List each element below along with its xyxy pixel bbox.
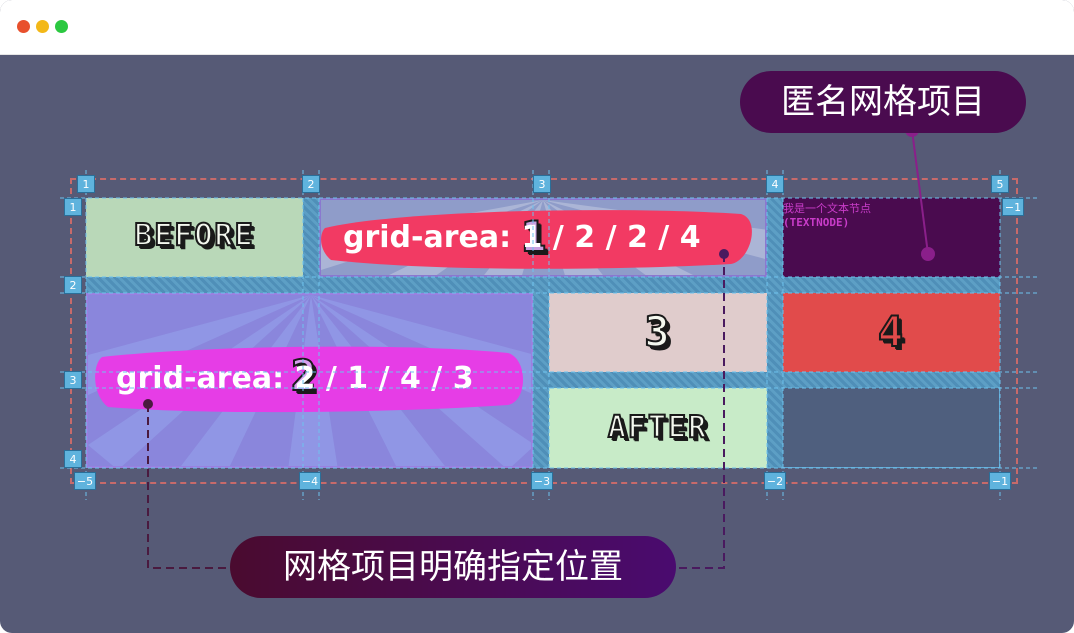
grid-item-4: 4 [783,293,1000,372]
column-line-neg4-label: −4 [299,472,321,490]
row-line-2-label: 2 [64,276,82,294]
after-pseudo-item: AFTER [549,388,767,468]
item3-number: 3 [643,306,672,357]
column-line-1-label: 1 [77,175,95,193]
explicit-placement-callout: 网格项目明确指定位置 [230,536,676,598]
item2-code-label: grid-area: 2 / 1 / 4 / 3 [116,361,474,396]
column-line-3-label: 3 [533,175,551,193]
text-node-line1: 我是一个文本节点 [783,202,871,215]
close-window-button[interactable] [17,20,30,33]
item1-brush-highlight [321,210,752,269]
column-line-neg3-label: −3 [531,472,553,490]
after-label: AFTER [607,409,709,446]
before-label: BEFORE [133,217,255,254]
column-gap-3 [767,198,783,468]
column-gap-1 [303,198,319,293]
column-line-4-label: 4 [766,175,784,193]
text-node-line2: (TEXTNODE) [783,216,850,229]
maximize-window-button[interactable] [55,20,68,33]
item1-code-label: grid-area: 1 / 2 / 2 / 4 [343,220,701,255]
column-line-5-label: 5 [991,175,1009,193]
before-pseudo-item: BEFORE [86,198,303,277]
minimize-window-button[interactable] [36,20,49,33]
anonymous-text-node-item: 我是一个文本节点 (TEXTNODE) [783,198,1000,277]
column-gap-2 [533,277,549,468]
row-line-4-label: 4 [64,450,82,468]
grid-item-2: 2 grid-area: 2 / 1 / 4 / 3 [86,293,533,468]
item2-number: 2 [290,350,319,401]
column-line-2-label: 2 [302,175,320,193]
item4-number: 4 [877,306,906,357]
anonymous-grid-item-callout: 匿名网格项目 [740,71,1026,133]
grid-item-3: 3 [549,293,767,372]
row-line-neg1-label: −1 [1002,198,1024,216]
column-line-neg2-label: −2 [764,472,786,490]
column-line-neg5-label: −5 [74,472,96,490]
item1-number: 1 [520,211,549,262]
column-line-neg1-label: −1 [989,472,1011,490]
grid-item-1: 1 grid-area: 1 / 2 / 2 / 4 [319,198,767,277]
row-line-1-label: 1 [64,198,82,216]
title-bar [0,0,1074,55]
row-line-3-label: 3 [64,371,82,389]
item2-brush-highlight [95,346,523,413]
